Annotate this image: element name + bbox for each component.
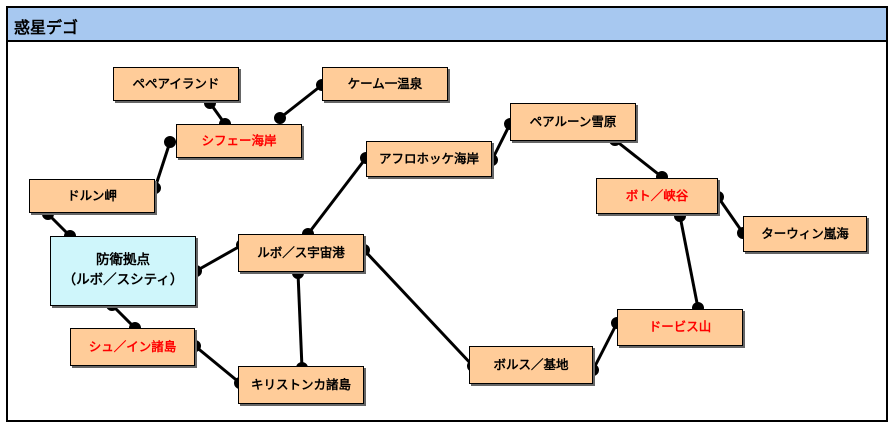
node-boto-kyoukoku[interactable]: ボト／峡谷	[596, 178, 718, 214]
node-dobisu-yama[interactable]: ドービス山	[617, 309, 743, 346]
title-bar: 惑星デゴ	[8, 8, 886, 42]
node-borusu-base[interactable]: ボルス／基地	[469, 346, 593, 384]
node-tawin-rankai[interactable]: ターウィン嵐海	[743, 216, 867, 252]
link-hub-port	[195, 243, 243, 273]
link-boto-dobisu	[678, 215, 700, 309]
link-dorun-shife	[153, 141, 172, 189]
link-port-afuro	[306, 157, 368, 235]
link-port-borusu	[362, 248, 475, 368]
node-dorun-misaki[interactable]: ドルン岬	[29, 179, 155, 213]
link-dot	[164, 136, 176, 148]
link-dot	[274, 112, 286, 124]
link-shife-keimu	[279, 83, 323, 120]
node-rubosu-spaceport[interactable]: ルボ／ス宇宙港	[238, 234, 364, 272]
node-defense-base[interactable]: 防衛拠点 （ルボ／スシティ）	[50, 236, 196, 306]
map-title: 惑星デゴ	[14, 18, 79, 37]
link-shuno-kiri	[194, 344, 241, 385]
link-boto-tawin	[716, 196, 745, 234]
node-keimu-onsen[interactable]: ケーム一温泉	[322, 67, 448, 101]
node-shuno-islands[interactable]: シュ／イン諸島	[70, 328, 195, 366]
node-kirisutonka-islands[interactable]: キリストンカ諸島	[238, 366, 364, 404]
link-borusu-dobisu	[591, 322, 619, 371]
node-pearun-setsugen[interactable]: ペアルーン雪原	[510, 103, 636, 141]
node-pepe-island[interactable]: ペペアイランド	[113, 67, 239, 101]
link-afuro-pearun	[490, 123, 512, 161]
link-pearun-boto	[614, 138, 663, 179]
node-shife-kaigan[interactable]: シフェー海岸	[176, 124, 302, 158]
node-afuro-hokke-kaigan[interactable]: アフロホッケ海岸	[366, 141, 492, 177]
link-port-kiri	[296, 272, 304, 369]
